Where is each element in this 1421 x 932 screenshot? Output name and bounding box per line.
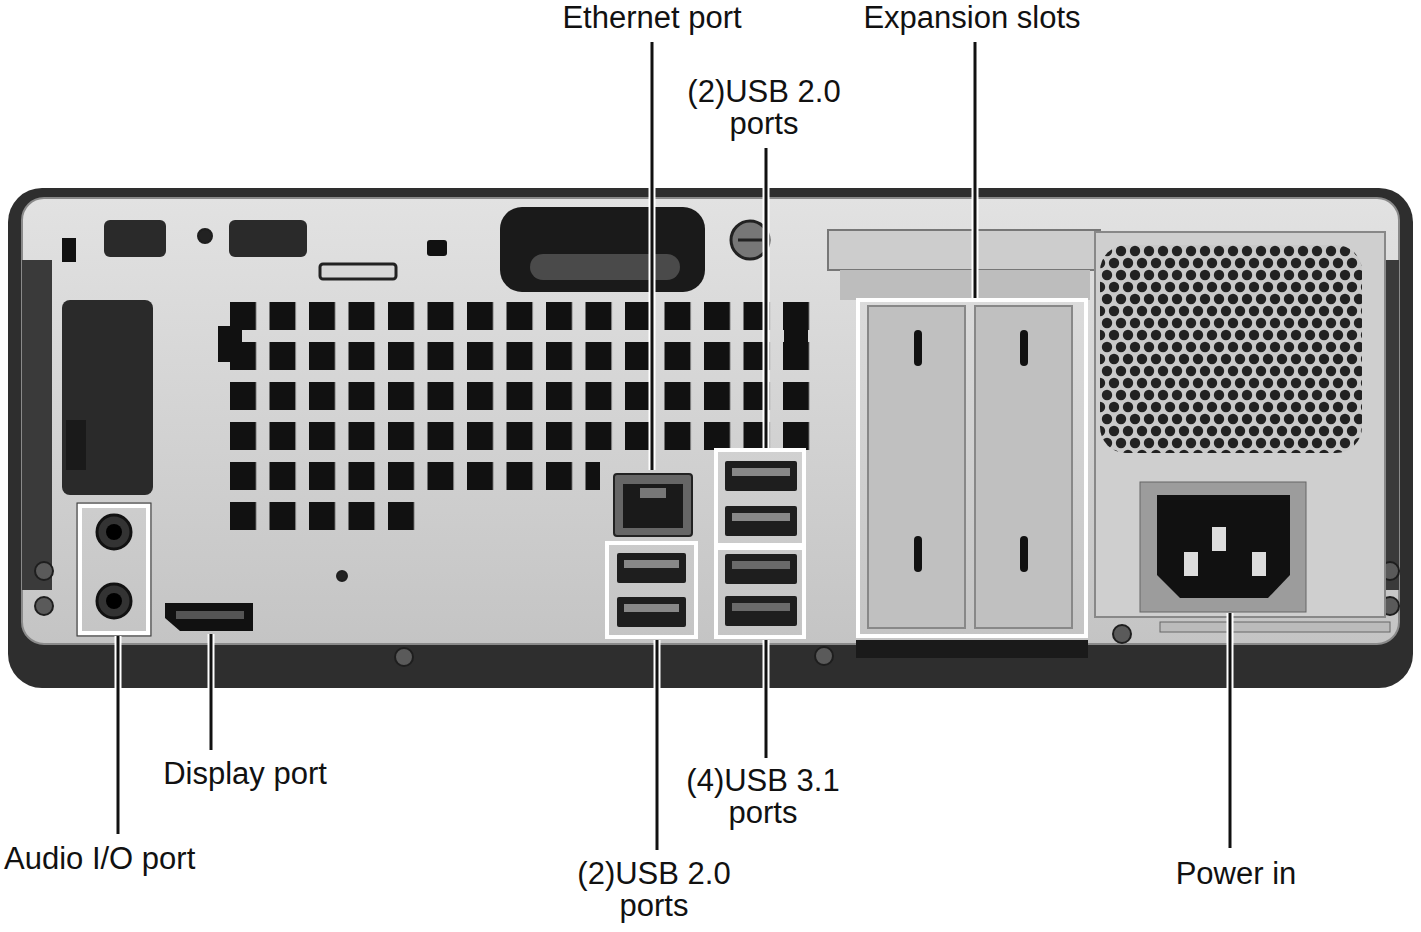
vent-grid (218, 302, 810, 542)
chassis (8, 188, 1413, 688)
screws (35, 229, 1399, 666)
callout-label: Display port (163, 758, 327, 790)
power-supply (1095, 232, 1390, 632)
callout-label: Power in (1176, 858, 1297, 890)
usb-ports (607, 450, 804, 637)
side-slot (62, 300, 153, 495)
audio-jacks (77, 503, 151, 636)
expansion-slots (828, 230, 1100, 658)
callout-label: (4)USB 3.1 ports (671, 765, 856, 829)
callout-label: Ethernet port (562, 2, 741, 34)
leader-lines (118, 42, 1230, 850)
ethernet-jack (614, 474, 692, 536)
callout-label: Audio I/O port (4, 843, 195, 875)
callout-label: (2)USB 2.0 ports (672, 76, 857, 140)
callout-label: (2)USB 2.0 ports (562, 858, 747, 922)
display-port (165, 603, 253, 631)
callout-label: Expansion slots (863, 2, 1080, 34)
top-features (62, 207, 769, 292)
